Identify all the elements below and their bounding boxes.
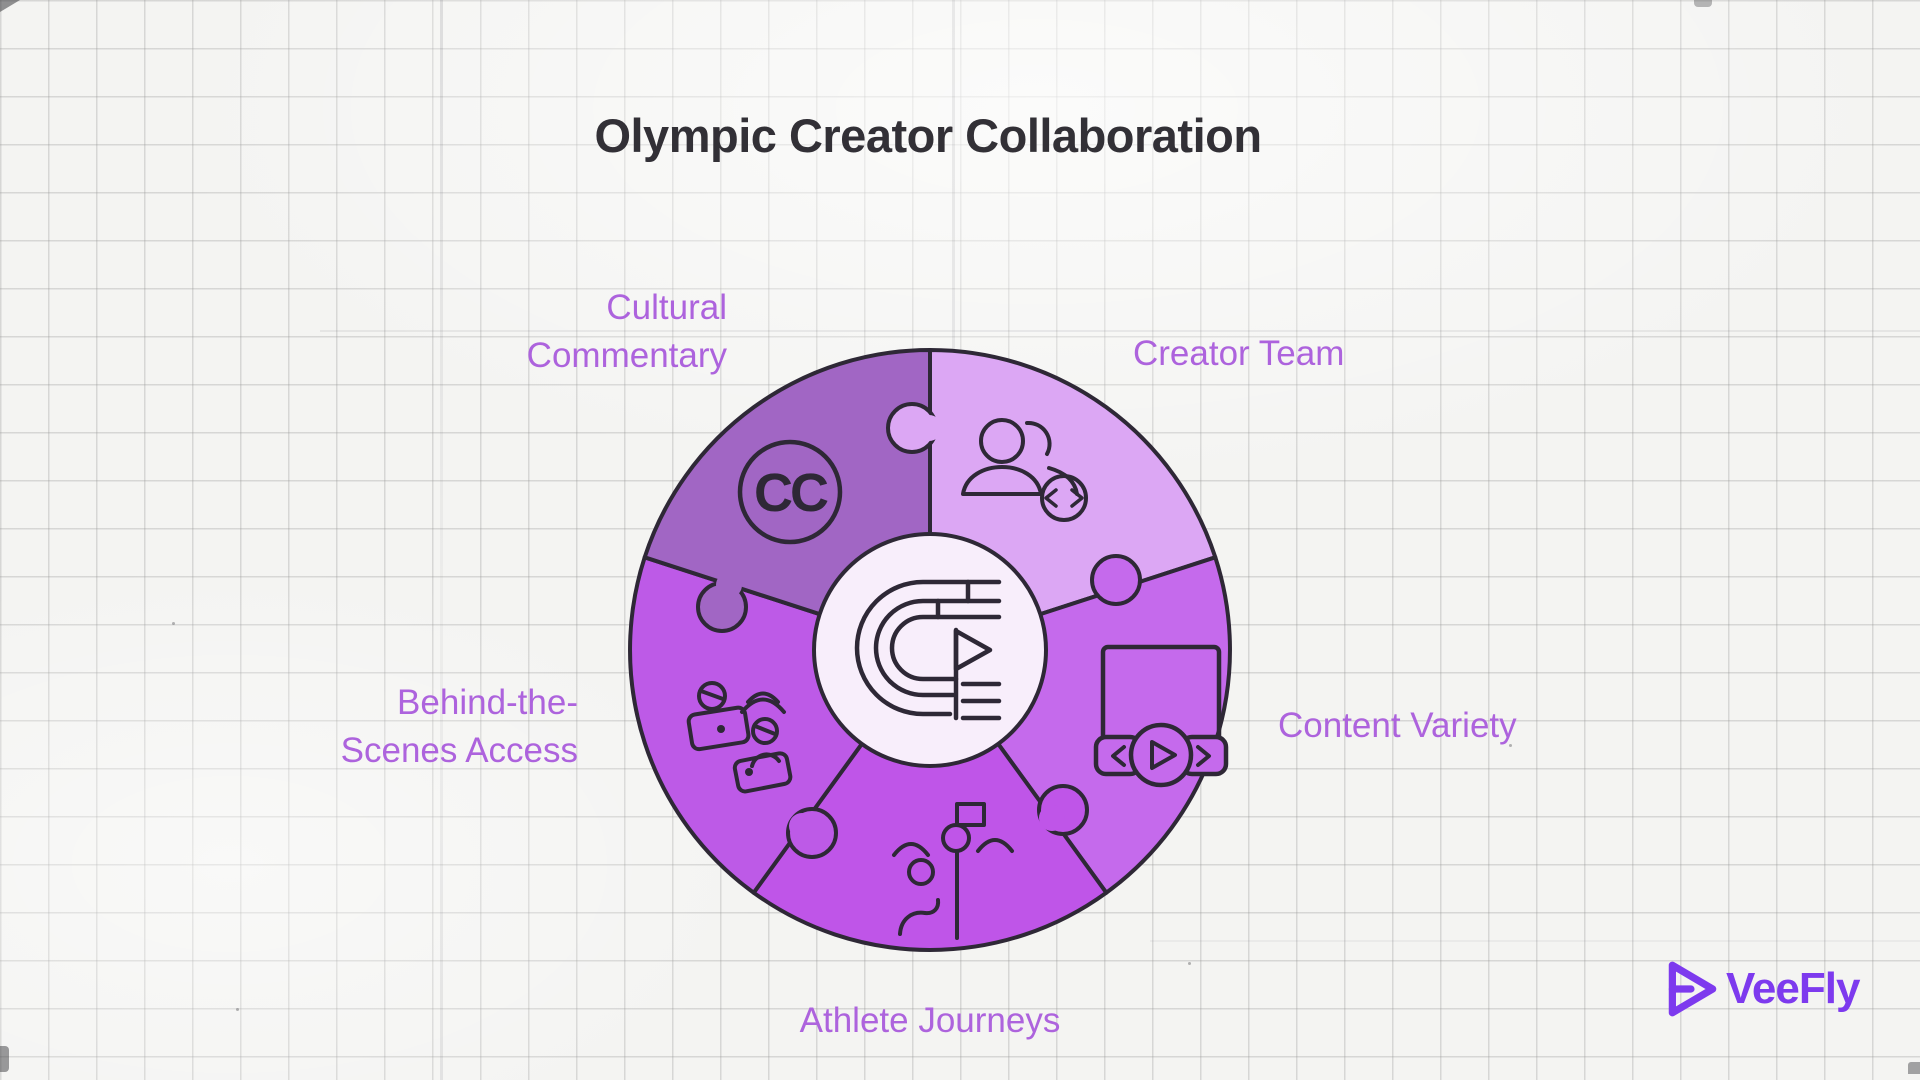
paper-speck (172, 622, 175, 625)
svg-text:CC: CC (754, 463, 828, 523)
creators-filming-icon (686, 681, 793, 794)
puzzle-knob-stem (1039, 805, 1065, 831)
puzzle-knob-stem (1106, 575, 1132, 601)
page-title: Olympic Creator Collaboration (594, 109, 1262, 162)
label-content-variety: Content Variety (1278, 706, 1517, 745)
label-behind-the-scenes-access: Behind-the- Scenes Access (340, 683, 578, 770)
athlete-flag-icon (892, 802, 1014, 940)
puzzle-knob-stem (916, 415, 942, 441)
segment-athlete-journeys (751, 648, 1109, 952)
label-athlete-journeys: Athlete Journeys (799, 1001, 1061, 1040)
paper-speck (1188, 962, 1191, 965)
veefly-play-icon (1668, 961, 1717, 1017)
wheel-center-circle (812, 532, 1048, 768)
creative-commons-icon: CC (737, 439, 843, 545)
veefly-wordmark: VeeFly (1726, 964, 1860, 1013)
paper-speck (236, 1008, 239, 1011)
screen-media-controls-icon (1093, 644, 1229, 788)
label-cultural-commentary: Cultural Commentary (526, 288, 727, 375)
label-creator-team: Creator Team (1133, 334, 1345, 373)
veefly-logo: VeeFly (1662, 958, 1860, 1020)
paper-speck (1509, 744, 1512, 747)
puzzle-knob-stem (789, 813, 815, 839)
puzzle-knob-stem (716, 572, 742, 598)
team-code-icon (961, 418, 1088, 522)
content-track-play-icon (854, 579, 1002, 721)
